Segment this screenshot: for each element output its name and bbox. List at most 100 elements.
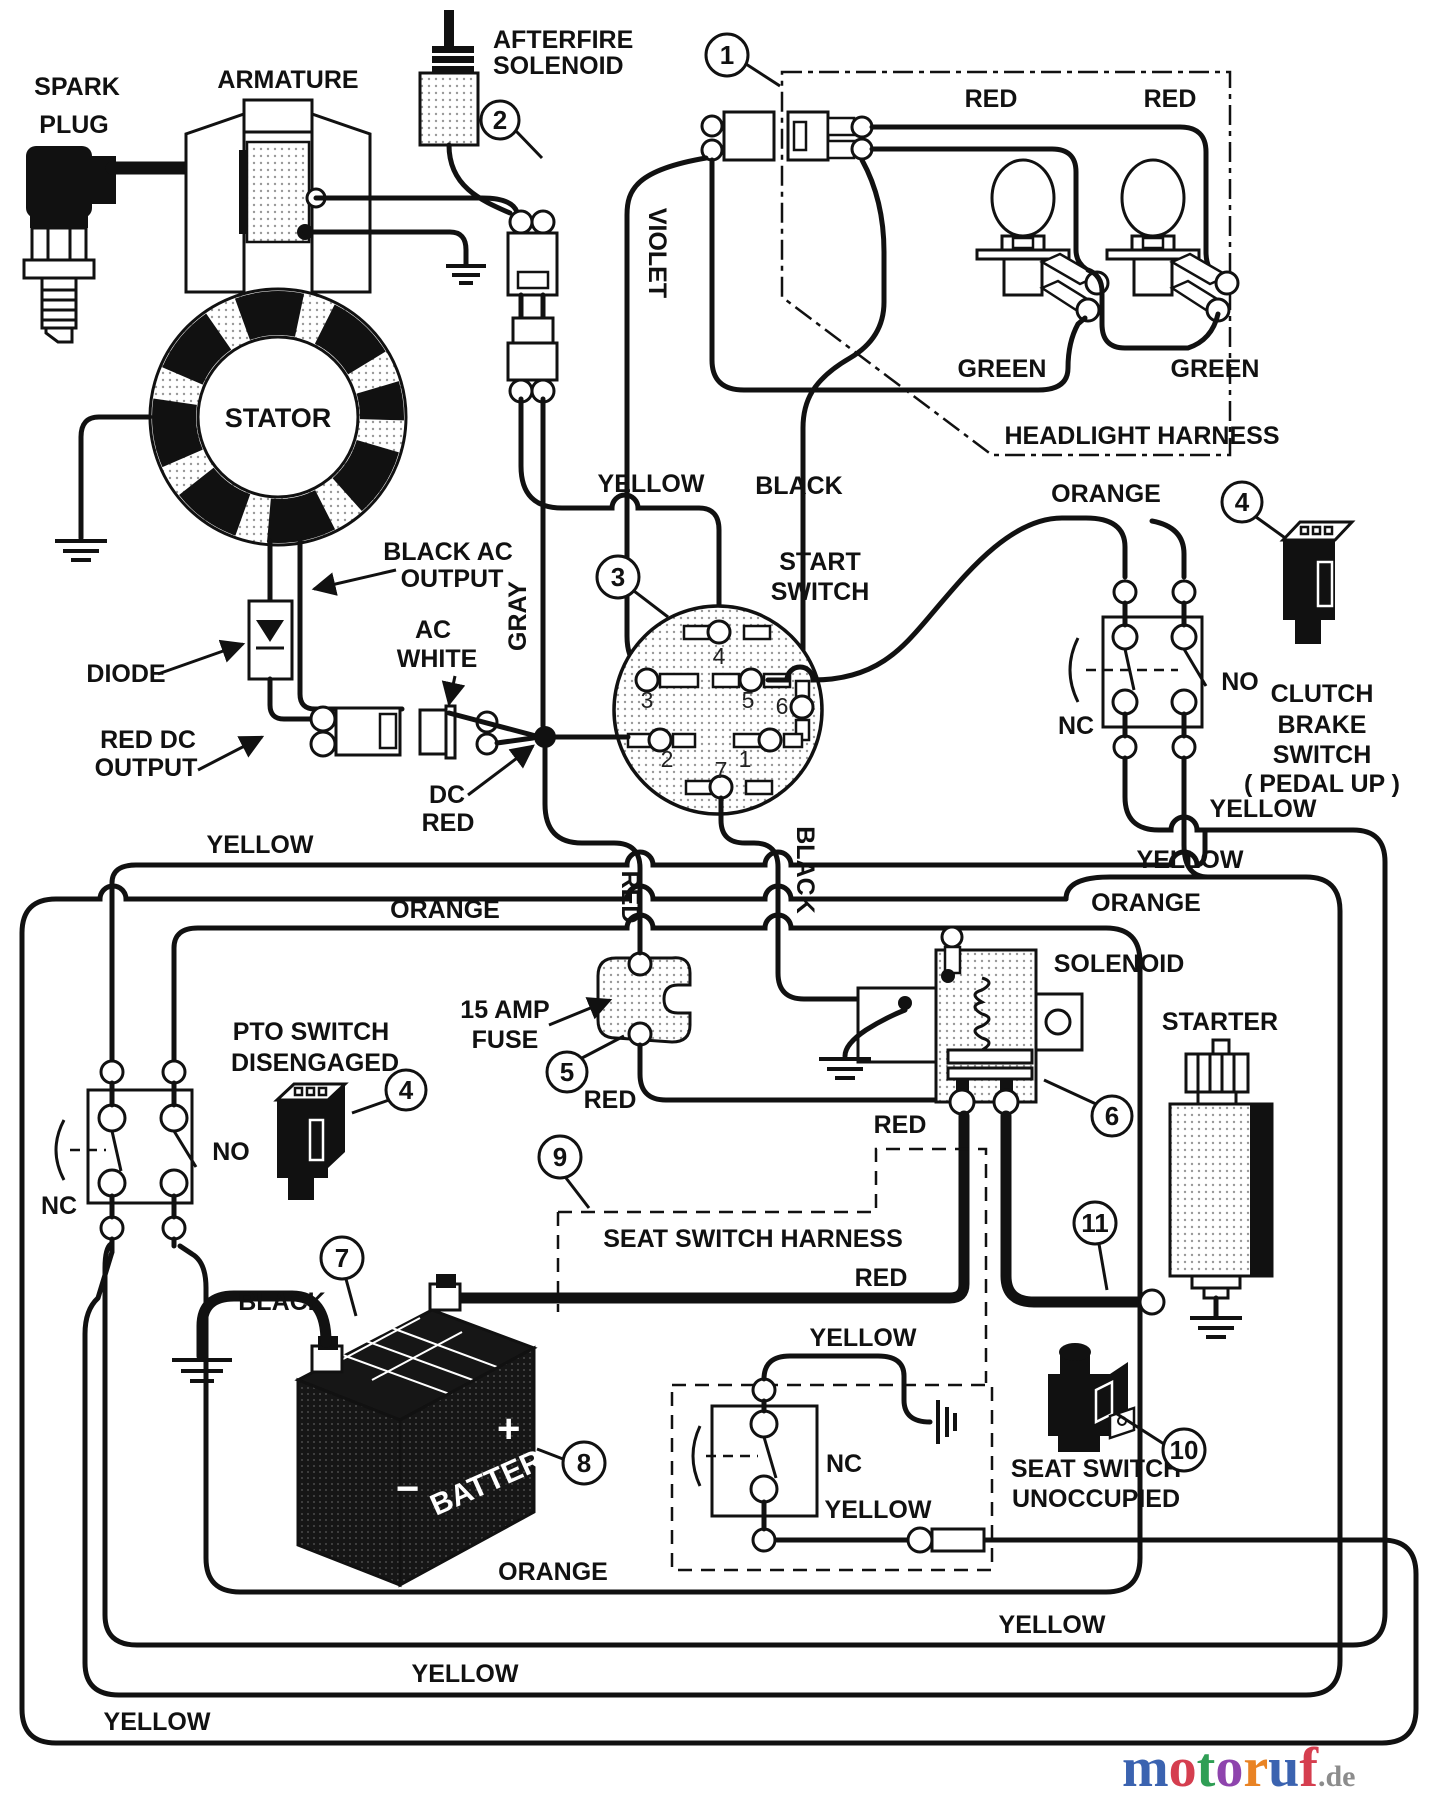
seat-nc-label: NC bbox=[826, 1450, 862, 1478]
ground-icon bbox=[1190, 1316, 1242, 1339]
orange-rail bbox=[171, 912, 1143, 1595]
callout-8: 8 bbox=[536, 1440, 607, 1486]
afterfire-body bbox=[418, 71, 480, 147]
spark-plug-cap bbox=[26, 146, 92, 218]
battery: BATTERY + − BLACK 7 8 bbox=[172, 1235, 607, 1588]
callout-8-number: 8 bbox=[577, 1448, 591, 1478]
callout-5-number: 5 bbox=[560, 1057, 574, 1087]
callout-5: 5 bbox=[545, 1034, 625, 1094]
clutch-connector-body bbox=[1283, 540, 1335, 620]
yellow-top-label: YELLOW bbox=[598, 470, 705, 498]
clutch-label-3: SWITCH bbox=[1273, 741, 1372, 769]
spark-plug-washer bbox=[22, 258, 96, 280]
brand-logo: motoruf.de bbox=[1122, 1737, 1355, 1799]
logo-letter: f bbox=[1299, 1737, 1319, 1799]
terminal-3 bbox=[634, 667, 660, 693]
dc-junction-dot bbox=[534, 726, 556, 748]
callout-7: 7 bbox=[319, 1235, 365, 1317]
yellow-rail-1 bbox=[102, 755, 1388, 1648]
battery-ground-cable bbox=[196, 1290, 332, 1362]
afterfire-label-2: SOLENOID bbox=[493, 52, 624, 80]
spark-plug-label-1: SPARK bbox=[34, 73, 120, 101]
clutch-no-label: NO bbox=[1221, 668, 1259, 696]
spark-plug-label-2: PLUG bbox=[39, 111, 108, 139]
ac-white-label-1: AC bbox=[415, 616, 451, 644]
callout-4b-number: 4 bbox=[399, 1075, 414, 1105]
terminal-4 bbox=[706, 619, 732, 645]
callout-3-number: 3 bbox=[611, 562, 625, 592]
red-solenoid-label: RED bbox=[874, 1111, 927, 1139]
yellow-right-1-label: YELLOW bbox=[1210, 795, 1317, 823]
stator-label: STATOR bbox=[225, 403, 332, 433]
seat-yellow-bottom-label: YELLOW bbox=[825, 1496, 932, 1524]
red-dc-label-2: OUTPUT bbox=[95, 754, 198, 782]
seat-harness-label: SEAT SWITCH HARNESS bbox=[603, 1225, 903, 1253]
terminal-6-number: 6 bbox=[776, 693, 789, 719]
ac-white-wire bbox=[446, 710, 539, 739]
armature: ARMATURE bbox=[184, 66, 520, 294]
dc-output-connector: RED DC OUTPUT DC RED bbox=[95, 676, 556, 837]
terminal-2 bbox=[647, 727, 673, 753]
logo-letter: o bbox=[1169, 1737, 1197, 1799]
battery-minus: − bbox=[396, 1467, 419, 1511]
red-wire-label: RED bbox=[1144, 85, 1197, 113]
starter-cable bbox=[1000, 1110, 1146, 1308]
gray-wire-label: GRAY bbox=[504, 581, 532, 651]
fuse-label-2: FUSE bbox=[472, 1026, 539, 1054]
callout-11: 11 bbox=[1072, 1200, 1118, 1291]
armature-coil-core bbox=[239, 150, 247, 234]
black-wire-solenoid bbox=[718, 795, 901, 1002]
starter: STARTER 11 bbox=[1072, 1008, 1278, 1339]
red-cable-label: RED bbox=[855, 1264, 908, 1292]
ground-icon bbox=[819, 1057, 871, 1080]
logo-suffix: .de bbox=[1318, 1760, 1356, 1793]
yellow-wire-top bbox=[518, 396, 722, 623]
terminal-7-number: 7 bbox=[715, 757, 728, 783]
clutch-label-4: ( PEDAL UP ) bbox=[1244, 770, 1400, 798]
pto-switch: PTO SWITCH DISENGAGED NO NC 4 bbox=[41, 1018, 428, 1255]
yellow-bottom-mid-label: YELLOW bbox=[412, 1660, 519, 1688]
start-switch-label-2: SWITCH bbox=[771, 578, 870, 606]
orange-wire-top bbox=[765, 515, 1128, 683]
callout-2 bbox=[479, 99, 521, 141]
green-wire-left bbox=[709, 157, 1088, 393]
logo-letter: t bbox=[1197, 1737, 1216, 1799]
black-top-label: BLACK bbox=[755, 472, 843, 500]
ground-icon bbox=[172, 1358, 232, 1383]
callout-3: 3 bbox=[595, 554, 669, 619]
headlight-bulb-right bbox=[1105, 158, 1240, 323]
diode-label: DIODE bbox=[86, 660, 165, 688]
logo-letter: u bbox=[1268, 1737, 1299, 1799]
callout-1: 1 bbox=[704, 32, 781, 88]
stator: STATOR bbox=[55, 287, 408, 712]
violet-wire-label: VIOLET bbox=[643, 208, 671, 298]
afterfire-solenoid: AFTERFIRE SOLENOID bbox=[418, 10, 633, 216]
dc-red-label-1: DC bbox=[429, 781, 465, 809]
yellow-bottom-right-label: YELLOW bbox=[999, 1611, 1106, 1639]
ground-icon bbox=[936, 1400, 957, 1444]
afterfire-label-1: AFTERFIRE bbox=[493, 26, 633, 54]
armature-label: ARMATURE bbox=[217, 66, 358, 94]
callout-4a: 4 bbox=[1220, 480, 1289, 542]
afterfire-wire bbox=[446, 142, 513, 216]
starter-cable-terminal bbox=[1138, 1288, 1166, 1316]
ground-icon bbox=[446, 264, 486, 285]
terminal-1-number: 1 bbox=[739, 746, 752, 772]
terminal-3-number: 3 bbox=[641, 687, 654, 713]
spark-plug-hex bbox=[30, 226, 88, 262]
clutch-brake-switch: 4 NO NC CLUTCH BRAKE SWITCH ( PEDAL UP ) bbox=[1058, 480, 1400, 798]
green-wire-label: GREEN bbox=[958, 355, 1047, 383]
callout-7-number: 7 bbox=[335, 1243, 349, 1273]
ground-icon bbox=[55, 539, 107, 562]
pto-label-2: DISENGAGED bbox=[231, 1049, 399, 1077]
callout-4b: 4 bbox=[351, 1068, 428, 1115]
black-ac-label-2: OUTPUT bbox=[401, 565, 504, 593]
solenoid-coil bbox=[973, 976, 991, 1052]
pto-connector-body bbox=[277, 1100, 328, 1178]
callout-2-number: 2 bbox=[493, 105, 507, 135]
terminal-6 bbox=[789, 694, 815, 720]
pto-nc-label: NC bbox=[41, 1192, 77, 1220]
clutch-nc-label: NC bbox=[1058, 712, 1094, 740]
